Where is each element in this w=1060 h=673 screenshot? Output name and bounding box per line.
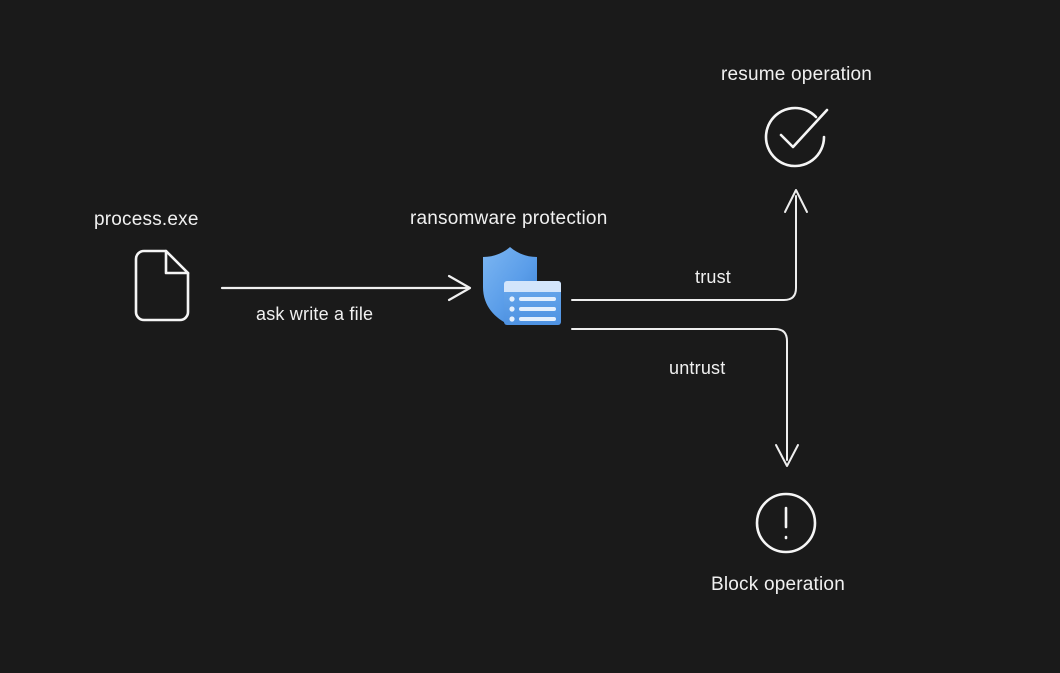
edge-label-ask-write-a-file: ask write a file — [256, 304, 374, 324]
file-icon-fold — [164, 249, 190, 275]
file-icon — [134, 249, 190, 322]
edge-ask-arrowhead — [447, 274, 472, 302]
alert-circle-ring — [755, 492, 817, 554]
edge-label-untrust: untrust — [669, 358, 726, 378]
alert-circle-icon — [755, 492, 817, 554]
node-label-process-exe: process.exe — [94, 209, 199, 230]
edge-untrust — [571, 328, 799, 467]
edge-untrust-arrowhead — [775, 444, 799, 467]
shield-icon-panel — [504, 281, 561, 325]
file-icon-body — [134, 249, 190, 322]
panel-line — [519, 297, 556, 301]
edge-trust — [571, 189, 808, 301]
check-circle-tick — [779, 108, 829, 149]
edge-untrust-line — [571, 328, 788, 461]
panel-header-fill — [504, 288, 561, 292]
node-label-block-operation: Block operation — [711, 574, 845, 595]
edge-label-trust: trust — [695, 267, 732, 287]
node-label-resume-operation: resume operation — [721, 64, 873, 85]
shield-list-icon — [478, 243, 564, 331]
edge-ask-write-a-file — [220, 274, 472, 302]
panel-bullet — [509, 296, 515, 302]
check-circle-ring — [764, 106, 826, 168]
edge-trust-arrowhead — [784, 189, 808, 213]
check-circle-icon — [764, 106, 829, 168]
node-label-ransomware-protection: ransomware protection — [410, 208, 608, 229]
panel-line — [519, 307, 556, 311]
panel-bullet — [509, 306, 515, 312]
panel-bullet — [509, 316, 515, 322]
panel-line — [519, 317, 556, 321]
